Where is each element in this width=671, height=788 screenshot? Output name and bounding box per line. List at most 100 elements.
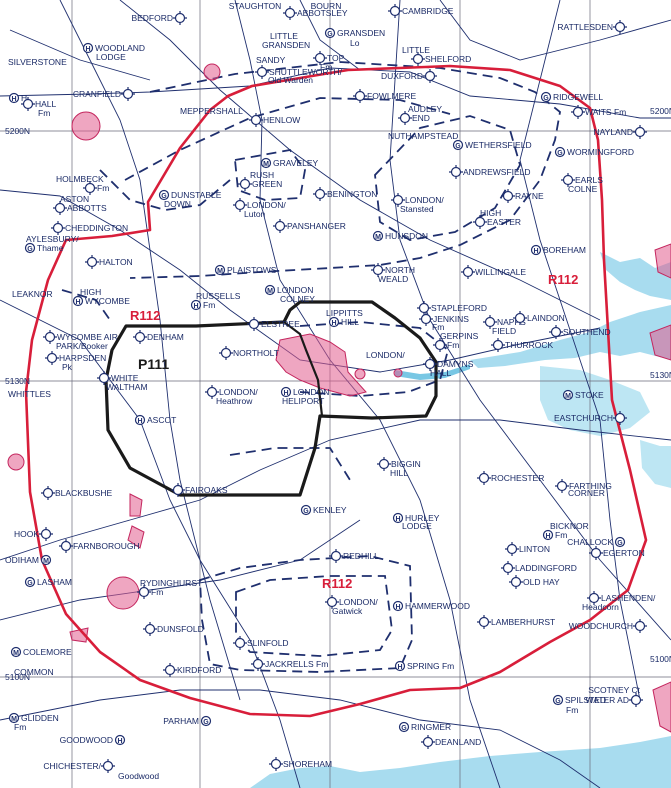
aerodrome-g-icon (540, 91, 552, 103)
aerodrome-marker: CHICHESTER/ (43, 759, 115, 773)
place-label: GRANSDEN (337, 28, 385, 38)
aerodrome-g-icon (200, 715, 212, 727)
aerodrome-type-glyph: G (401, 725, 407, 732)
grid-label: 5200N (650, 106, 671, 116)
aerodrome-marker: DEANLAND (421, 735, 481, 749)
aerodrome-marker: RUSSELLS (196, 291, 241, 301)
place-label: Fm (447, 340, 459, 350)
aerodrome-type-glyph: H (395, 516, 400, 523)
aerodrome-ring-icon (634, 620, 646, 632)
aerodrome-h-icon (114, 734, 126, 746)
aerodrome-m-icon (264, 284, 276, 296)
aerodrome-tick-icon (377, 457, 391, 471)
aerodrome-type-glyph: H (117, 738, 122, 745)
aerodrome-tick-icon (423, 69, 437, 83)
p111-inner-boundary (283, 321, 324, 417)
place-label: BICKNOR (550, 521, 589, 531)
place-label: ANDREWSFIELD (463, 167, 531, 177)
aerodrome-tick-icon (477, 471, 491, 485)
aerodrome-marker: LEAKNOR (12, 289, 53, 299)
aerodrome-marker: WALTHAM (106, 382, 148, 392)
place-label: LITTLE (402, 45, 430, 55)
aerodrome-marker: OLD HAY (509, 575, 560, 589)
aerodrome-tick-icon (421, 735, 435, 749)
place-label: FIELD (492, 326, 516, 336)
aerodrome-tick-icon (388, 4, 402, 18)
aerodrome-h-icon (190, 299, 202, 311)
place-label: Pk (62, 362, 73, 372)
place-label: HENLOW (263, 115, 300, 125)
grid-label: 5100N (5, 672, 30, 682)
place-label: RAYNE (515, 191, 544, 201)
danger-areas (7, 63, 671, 733)
place-label: THURROCK (505, 340, 553, 350)
aerodrome-marker: ABBOTTS (53, 201, 107, 215)
aerodrome-marker: BEDFORD (131, 11, 187, 25)
aerodrome-tick-icon (613, 20, 627, 34)
place-label: Fm (555, 530, 567, 540)
place-label: NORTH (385, 265, 415, 275)
aerodrome-marker: Fm (433, 338, 459, 352)
aerodrome-tick-icon (549, 325, 563, 339)
aerodrome-tick-icon (613, 411, 627, 425)
aerodrome-marker: BLACKBUSHE (41, 486, 112, 500)
aerodrome-type-glyph: G (557, 150, 563, 157)
aerodrome-marker: LIPPITTS (326, 308, 363, 318)
aerodrome-type-glyph: M (267, 288, 273, 295)
place-label: KIRDFORD (177, 665, 221, 675)
place-label: WALTHAM (106, 382, 148, 392)
place-label: DAMYNS (437, 359, 474, 369)
place-label: HALL (35, 99, 57, 109)
aerodrome-marker: DUXFORD (381, 69, 437, 83)
aerodrome-marker: HOOK (14, 527, 53, 541)
aerodrome-type-glyph: H (85, 46, 90, 53)
aerodrome-tick-icon (85, 255, 99, 269)
aerodrome-ring-icon (630, 694, 642, 706)
aerodrome-ring-icon (22, 98, 34, 110)
aerodrome-marker: STAPLEFORD (417, 301, 487, 315)
aerodrome-marker: WAITS Fm (571, 105, 626, 119)
aerodrome-type-glyph: G (543, 95, 549, 102)
aerodrome-marker: HILL (390, 468, 408, 478)
aerodrome-tick-icon (83, 181, 97, 195)
place-label: Luton (244, 209, 266, 219)
place-label: Fm (203, 300, 215, 310)
place-label: BEDFORD (131, 13, 173, 23)
place-label: PANSHANGER (287, 221, 346, 231)
aerodrome-tick-icon (325, 595, 339, 609)
aerodrome-h-icon (392, 512, 404, 524)
aerodrome-type-glyph: M (263, 161, 269, 168)
aerodrome-marker: LITTLE (270, 31, 298, 41)
aerodrome-m-icon (10, 646, 22, 658)
aerodrome-ring-icon (474, 216, 486, 228)
aerodrome-marker: Headcorn (582, 602, 619, 612)
aerodrome-marker: BOURN (311, 1, 342, 11)
aerodrome-ring-icon (502, 562, 514, 574)
aerodrome-marker: THURROCK (491, 338, 553, 352)
place-label: HIGH (480, 208, 501, 218)
aerodrome-tick-icon (313, 51, 327, 65)
aerodrome-marker: NAPPS (483, 315, 526, 329)
place-label: STAPLEFORD (431, 303, 487, 313)
place-label: SPILSTED (565, 695, 606, 705)
aerodrome-g-icon (398, 721, 410, 733)
aerodrome-tick-icon (53, 201, 67, 215)
aerodrome-type-glyph: G (27, 580, 33, 587)
place-label: NAPPS (497, 317, 526, 327)
aerodrome-marker: Goodwood (118, 771, 159, 781)
aerodrome-tick-icon (633, 619, 647, 633)
aerodrome-type-glyph: G (555, 698, 561, 705)
aerodrome-marker: LONDON/ (325, 595, 378, 609)
place-label: JACKRELLS Fm (265, 659, 328, 669)
aerodrome-g-icon (300, 504, 312, 516)
aerodrome-marker: Fm (432, 322, 444, 332)
place-label: BOURN (311, 1, 342, 11)
